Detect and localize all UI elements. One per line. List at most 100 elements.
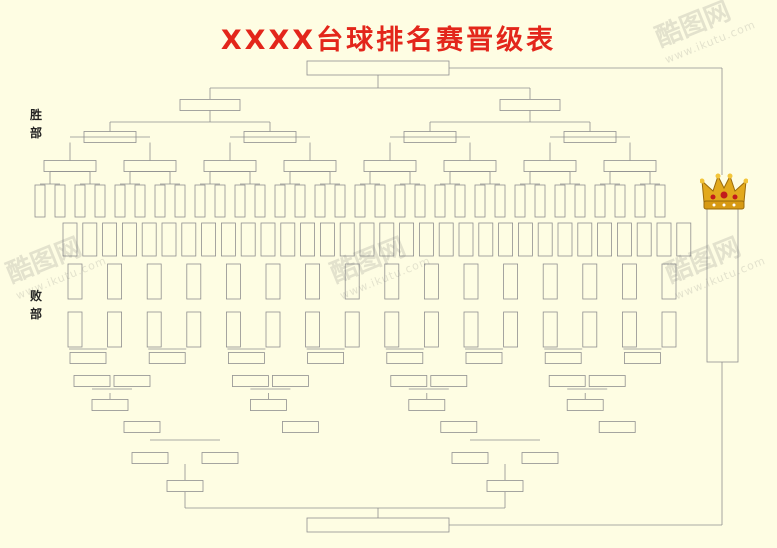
match-slot	[201, 452, 239, 464]
match-slot	[451, 452, 489, 464]
player-slot	[305, 311, 321, 348]
match-slot	[443, 160, 497, 172]
match-slot	[566, 399, 604, 411]
player-slot	[234, 184, 246, 218]
match-slot	[249, 399, 287, 411]
losers-bracket-label: 败部	[30, 289, 43, 321]
player-slot	[636, 222, 652, 257]
match-slot	[283, 160, 337, 172]
player-slot	[577, 222, 593, 257]
player-slot	[201, 222, 217, 257]
player-slot	[494, 184, 506, 218]
player-slot	[319, 222, 335, 257]
match-slot	[166, 480, 204, 492]
page-title: XXXX台球排名赛晋级表	[220, 25, 557, 56]
match-slot	[598, 421, 636, 433]
match-slot	[131, 452, 169, 464]
match-slot	[523, 160, 577, 172]
player-slot	[661, 263, 677, 300]
player-slot	[622, 311, 637, 348]
match-slot	[430, 375, 468, 387]
player-slot	[334, 184, 346, 218]
match-slot	[281, 421, 319, 433]
player-slot	[67, 263, 83, 300]
match-slot	[179, 99, 241, 111]
player-slot	[503, 263, 519, 300]
match-slot	[603, 160, 657, 172]
player-slot	[67, 311, 83, 348]
player-slot	[423, 311, 439, 348]
player-slot	[134, 184, 146, 218]
player-slot	[181, 222, 197, 257]
player-slot	[154, 184, 166, 218]
player-slot	[542, 311, 558, 348]
player-slot	[107, 311, 122, 348]
player-slot	[656, 222, 672, 257]
player-slot	[557, 222, 573, 257]
player-slot	[418, 222, 434, 257]
player-slot	[374, 184, 386, 218]
match-slot	[465, 352, 503, 364]
player-slot	[478, 222, 494, 257]
player-slot	[518, 222, 533, 257]
match-slot	[43, 160, 97, 172]
player-slot	[498, 222, 514, 257]
match-slot	[499, 99, 561, 111]
player-slot	[597, 222, 612, 257]
player-slot	[438, 222, 454, 257]
player-slot	[146, 263, 162, 300]
player-slot	[554, 184, 566, 218]
player-slot	[220, 222, 236, 257]
player-slot	[161, 222, 177, 257]
player-slot	[622, 263, 637, 300]
player-slot	[82, 222, 98, 257]
player-slot	[225, 263, 241, 300]
player-slot	[676, 222, 692, 257]
match-slot	[390, 375, 428, 387]
player-slot	[300, 222, 316, 257]
player-slot	[379, 222, 395, 257]
player-slot	[174, 184, 186, 218]
player-slot	[414, 184, 426, 218]
player-slot	[661, 311, 677, 348]
player-slot	[94, 184, 106, 218]
player-slot	[54, 184, 66, 218]
player-slot	[102, 222, 117, 257]
match-slot	[544, 352, 582, 364]
player-slot	[359, 222, 375, 257]
player-slot	[614, 184, 626, 218]
match-slot	[271, 375, 309, 387]
player-slot	[514, 184, 526, 218]
player-slot	[265, 263, 281, 300]
player-slot	[186, 311, 202, 348]
match-slot	[113, 375, 151, 387]
player-slot	[146, 311, 162, 348]
match-slot	[91, 399, 129, 411]
player-slot	[399, 222, 415, 257]
player-slot	[582, 263, 598, 300]
player-slot	[394, 184, 406, 218]
player-slot	[114, 184, 126, 218]
match-slot	[624, 352, 661, 364]
player-slot	[62, 222, 78, 257]
player-slot	[34, 184, 46, 218]
match-slot	[231, 375, 269, 387]
player-slot	[339, 222, 355, 257]
player-slot	[344, 263, 360, 300]
match-slot	[548, 375, 586, 387]
losers-final-slot	[306, 517, 450, 533]
player-slot	[474, 184, 486, 218]
player-slot	[274, 184, 286, 218]
player-slot	[454, 184, 466, 218]
player-slot	[537, 222, 553, 257]
match-slot	[123, 160, 177, 172]
match-slot	[69, 352, 107, 364]
player-slot	[280, 222, 296, 257]
player-slot	[594, 184, 606, 218]
player-slot	[434, 184, 446, 218]
match-slot	[363, 160, 417, 172]
match-slot	[123, 421, 161, 433]
winners-final-slot	[306, 60, 450, 76]
